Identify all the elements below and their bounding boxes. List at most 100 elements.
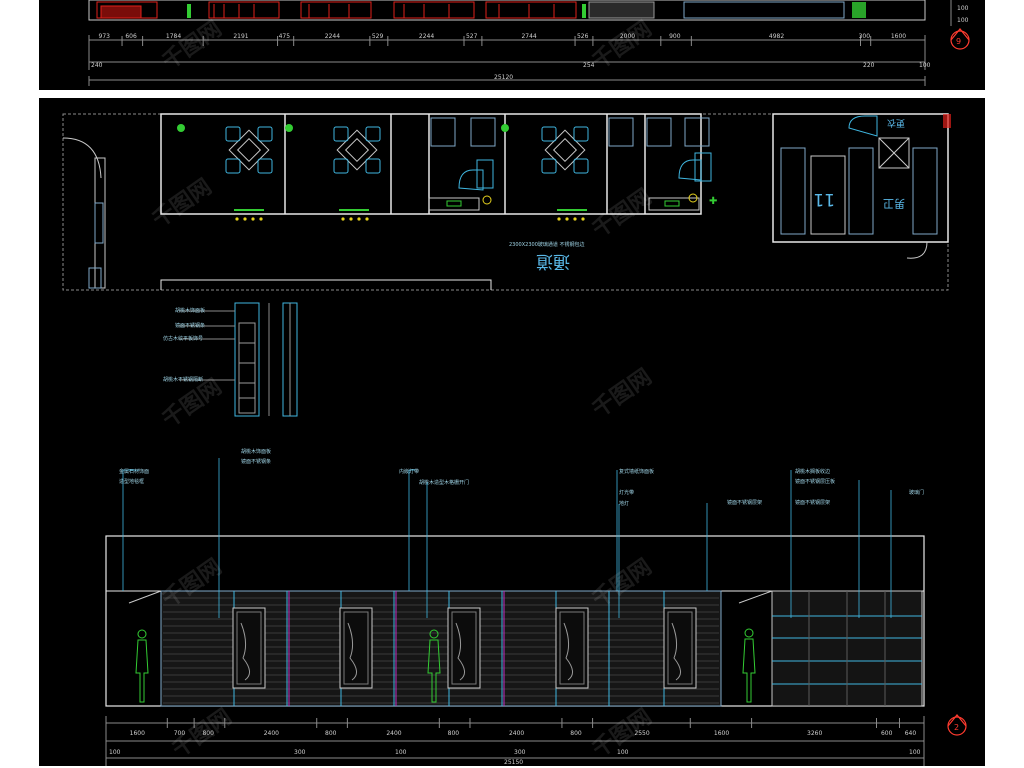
dim-label: 300 <box>859 33 871 40</box>
detail-note: 胡桃木饰面板 <box>175 307 205 314</box>
elevation-note: 镜面不锈钢条 <box>241 458 271 465</box>
carved-door-panel <box>447 607 481 689</box>
table-set-icon <box>541 126 589 174</box>
sub-dim-label: 220 <box>863 62 875 69</box>
dim-label: 2550 <box>634 730 649 737</box>
dim-label: 2400 <box>509 730 524 737</box>
light-dot <box>357 217 361 221</box>
dim-label: 4982 <box>769 33 784 40</box>
dim-label: 526 <box>577 33 589 40</box>
dim-label: 606 <box>125 33 137 40</box>
carved-door-panel <box>232 607 266 689</box>
dim-label: 800 <box>570 730 582 737</box>
light-dot <box>565 217 569 221</box>
sink-icon <box>428 197 700 211</box>
dim-label: 527 <box>466 33 478 40</box>
table-set-icon <box>225 126 273 174</box>
dim-label: 2400 <box>386 730 401 737</box>
toilet-icon <box>458 159 494 191</box>
dim-label: 475 <box>279 33 291 40</box>
section-mark-icon: 2 <box>947 714 967 736</box>
elevation-note: 胡桃木饰面板 <box>241 448 271 455</box>
detail-note: 胡桃木不锈钢隔断 <box>163 376 203 383</box>
corridor-note: 2300X2300玻璃通道 不锈钢包边 <box>509 241 584 248</box>
corridor-label: 通道 <box>536 251 570 271</box>
watermark: 千图网 <box>588 365 656 423</box>
light-dot <box>557 217 561 221</box>
room-number: 11 <box>813 189 835 209</box>
dim-label: 2244 <box>325 33 340 40</box>
light-dot <box>341 217 345 221</box>
right-dim-label: 100 <box>957 5 969 12</box>
elevation-note: 胡桃木搁板收边 <box>795 468 830 475</box>
elevation-note: 玻璃门 <box>909 489 924 496</box>
elevation-note: 地灯 <box>619 500 629 507</box>
sub-dim-label: 100 <box>909 749 921 756</box>
section-mark-icon: 9 <box>950 28 970 50</box>
detail-note: 仿古木纹平板饰号 <box>163 335 203 342</box>
sub-dim-label: 300 <box>294 749 306 756</box>
plant-icon <box>285 124 293 132</box>
carved-door-panel <box>663 607 697 689</box>
detail-note: 镜面不锈钢条 <box>175 322 205 329</box>
person-figure-icon <box>742 628 756 703</box>
total-dimension: 25120 <box>494 74 513 81</box>
sub-dim-label: 254 <box>583 62 595 69</box>
elevation-note: 镜面不锈钢层压板 <box>795 478 835 485</box>
elevation-note: 内嵌灯带 <box>399 468 419 475</box>
plant-icon <box>501 124 509 132</box>
section-mark-label: 2 <box>954 723 959 732</box>
person-figure-icon <box>427 629 441 703</box>
sub-dim-label: 100 <box>109 749 121 756</box>
light-dot <box>243 217 247 221</box>
floor-plan: ✚ 通道 2300X2300玻璃通道 不锈钢包边 <box>62 113 951 291</box>
dim-label: 800 <box>325 730 337 737</box>
dim-label: 900 <box>669 33 681 40</box>
section-mark-label: 9 <box>956 37 961 46</box>
sub-dim-label: 100 <box>617 749 629 756</box>
elevation-note: 镜面不锈钢层架 <box>727 499 762 506</box>
dim-label: 2400 <box>264 730 279 737</box>
dim-label: 1784 <box>166 33 181 40</box>
room-label: 男卫 <box>883 197 905 210</box>
light-dot <box>581 217 585 221</box>
elevation-note: 造型地毯框 <box>119 478 144 485</box>
elevation-note: 灯光带 <box>619 489 634 496</box>
dim-label: 1600 <box>891 33 906 40</box>
dim-label: 1600 <box>714 730 729 737</box>
light-dot <box>573 217 577 221</box>
light-dot <box>349 217 353 221</box>
watermark: 千图网 <box>158 375 226 433</box>
dim-label: 2191 <box>233 33 248 40</box>
carved-door-panel <box>555 607 589 689</box>
watermark: 千图网 <box>148 175 216 233</box>
sub-dim-label: 240 <box>91 62 103 69</box>
dim-label: 973 <box>99 33 111 40</box>
elevation-note: 胡桃木造型木格栅开门 <box>419 479 469 486</box>
sub-dim-label: 300 <box>514 749 526 756</box>
light-dot <box>259 217 263 221</box>
elevation-note: 金属石材饰面 <box>119 468 149 475</box>
light-dot <box>251 217 255 221</box>
elevation-note: 复式墙纸饰面板 <box>619 468 654 475</box>
dim-label: 3260 <box>807 730 822 737</box>
table-set-icon <box>333 126 381 174</box>
dim-label: 529 <box>372 33 384 40</box>
plan-and-elevation-drawing: ✚ 通道 2300X2300玻璃通道 不锈钢包边 <box>62 113 967 766</box>
sub-dim-label: 100 <box>919 62 931 69</box>
bottom-drawing-panel: ✚ 通道 2300X2300玻璃通道 不锈钢包边 <box>39 98 985 766</box>
plant-icon: ✚ <box>709 196 717 207</box>
watermark: 千图网 <box>588 17 656 75</box>
light-dot <box>235 217 239 221</box>
toilet-icon <box>678 152 712 182</box>
sub-dim-label: 100 <box>395 749 407 756</box>
dim-label: 600 <box>881 730 893 737</box>
room-label: 更衣 <box>887 117 905 129</box>
dim-label: 1600 <box>130 730 145 737</box>
dim-label: 2000 <box>620 33 635 40</box>
plant-icon <box>177 124 185 132</box>
person-figure-icon <box>135 629 149 703</box>
